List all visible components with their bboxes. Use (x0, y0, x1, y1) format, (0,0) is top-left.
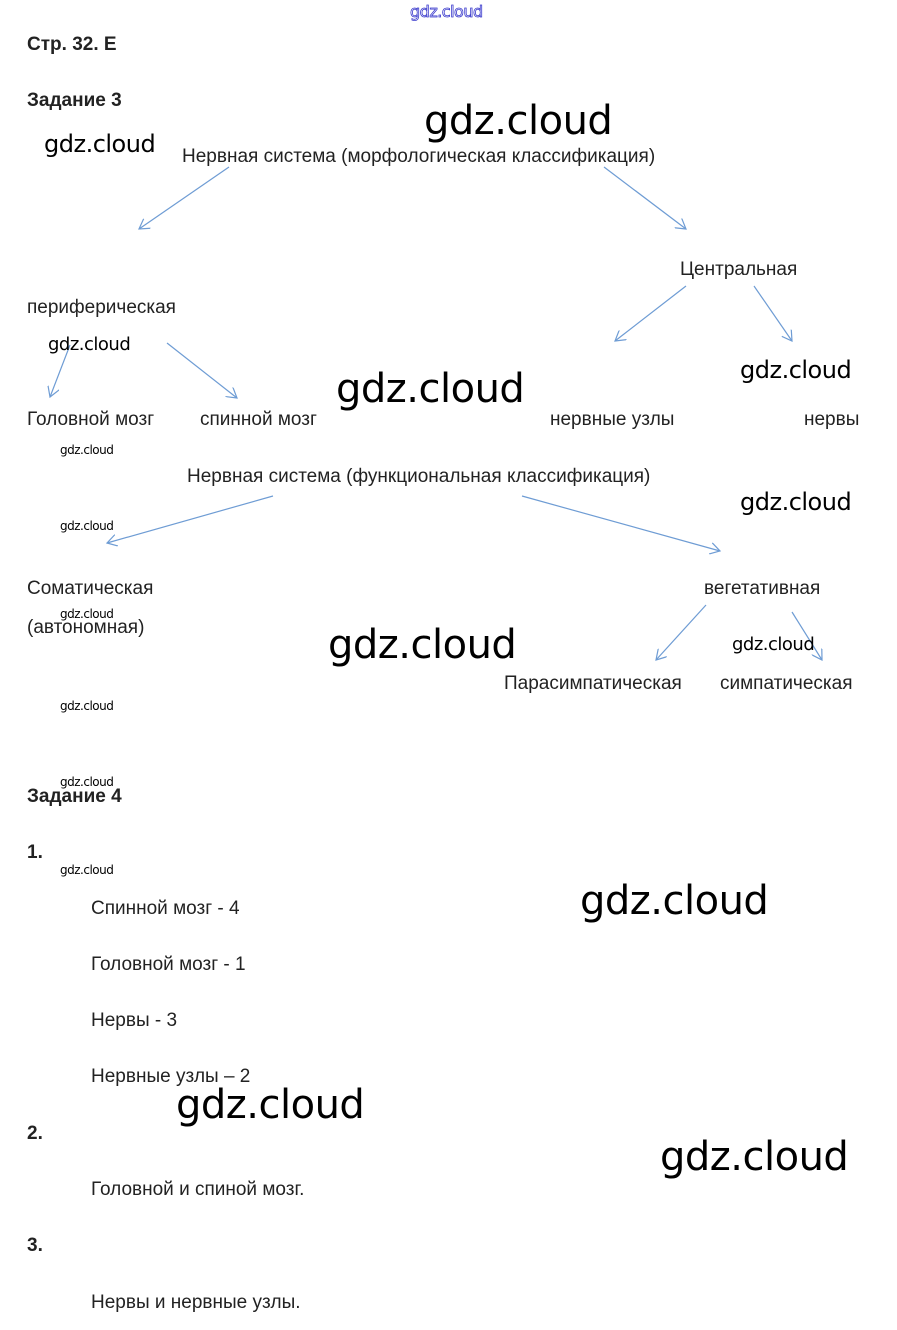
watermark: gdz.cloud (60, 443, 114, 457)
arrow-peripheral-to-spinal (166, 342, 237, 398)
morph-central-label: Центральная (680, 259, 798, 280)
task4-heading: Задание 4 (27, 786, 122, 807)
morph-brain-label: Головной мозг (27, 409, 155, 430)
morph-spinal-label: спинной мозг (200, 409, 317, 430)
watermark: gdz.cloud (60, 607, 114, 621)
arrow-root-to-central (603, 166, 686, 229)
morph-root-label: Нервная система (морфологическая классиф… (182, 146, 656, 167)
watermark: gdz.cloud (328, 622, 517, 668)
task4-item-3-line: Нервы и нервные узлы. (91, 1292, 301, 1313)
func-root-label: Нервная система (функциональная классифи… (187, 466, 651, 487)
watermark: gdz.cloud (60, 699, 114, 713)
arrow-vegetative-to-parasympathetic (656, 604, 707, 660)
task4-item-3-number: 3. (27, 1235, 43, 1256)
task4-item-2-number: 2. (27, 1123, 43, 1144)
watermark: gdz.cloud (740, 488, 852, 516)
func-vegetative-label: вегетативная (704, 578, 821, 599)
watermark: gdz.cloud (732, 634, 815, 655)
func-somatic-label: Соматическая (27, 578, 154, 599)
task4-item-1-number: 1. (27, 842, 43, 863)
task4-item-1-line: Спинной мозг - 4 (91, 898, 240, 919)
page-title: Стр. 32. Е (27, 34, 117, 55)
watermark: gdz.cloud (176, 1082, 365, 1128)
morph-peripheral-label: периферическая (27, 297, 176, 318)
task4-item-1-line: Нервы - 3 (91, 1010, 178, 1031)
arrow-central-to-nerves (753, 285, 792, 341)
func-sympathetic-label: симпатическая (720, 673, 853, 694)
morph-ganglia-label: нервные узлы (550, 409, 675, 430)
watermark: gdz.cloud (60, 863, 114, 877)
watermark-top: gdz.cloud (410, 2, 484, 22)
watermark: gdz.cloud (60, 775, 114, 789)
watermark: gdz.cloud (580, 878, 769, 924)
arrow-func-to-somatic (107, 495, 274, 543)
task4-item-1-line: Нервные узлы – 2 (91, 1066, 251, 1087)
watermark: gdz.cloud (740, 356, 852, 384)
arrow-func-to-vegetative (521, 495, 720, 551)
func-parasympathetic-label: Парасимпатическая (504, 673, 682, 694)
task4-item-1-line: Головной мозг - 1 (91, 954, 246, 975)
func-autonomous-label: (автономная) (27, 617, 145, 638)
task4-item-2-line: Головной и спиной мозг. (91, 1179, 305, 1200)
watermark: gdz.cloud (60, 519, 114, 533)
watermark: gdz.cloud (660, 1134, 849, 1180)
watermark: gdz.cloud (424, 98, 613, 144)
watermark: gdz.cloud (48, 334, 131, 355)
watermark: gdz.cloud (44, 130, 156, 158)
morph-nerves-label: нервы (804, 409, 860, 430)
arrow-root-to-peripheral (139, 166, 230, 229)
arrow-central-to-ganglia (615, 285, 687, 341)
watermark: gdz.cloud (336, 366, 525, 412)
task3-heading: Задание 3 (27, 90, 122, 111)
